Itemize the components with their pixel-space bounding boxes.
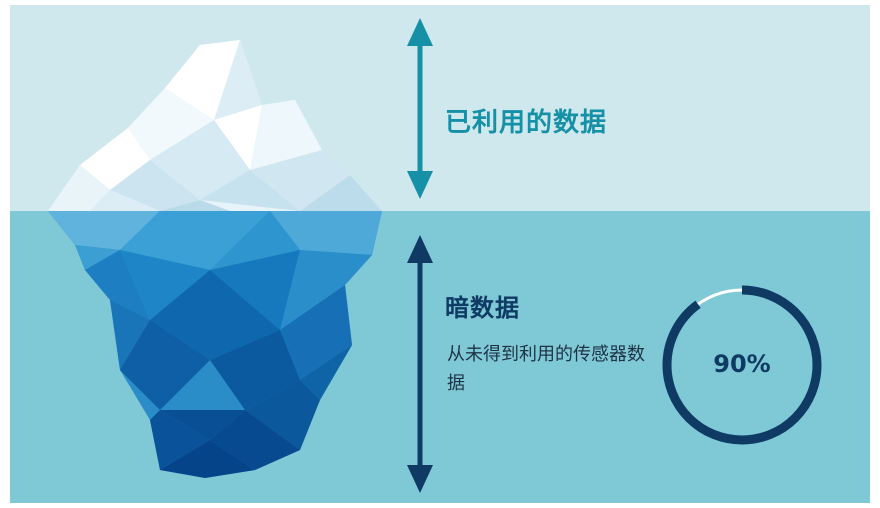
- iceberg-base: [48, 211, 382, 478]
- dark-data-percent: 90%: [713, 350, 771, 378]
- dark-data-title: 暗数据: [445, 294, 520, 322]
- dark-data-description: 从未得到利用的传感器数据: [447, 344, 645, 394]
- progress-ring-fill: [662, 285, 822, 445]
- double-arrow-icon: [407, 235, 433, 493]
- double-arrow-icon: [407, 18, 433, 199]
- iceberg-icon: [48, 40, 382, 478]
- progress-ring-icon: [662, 285, 822, 445]
- used-data-title: 已利用的数据: [445, 108, 608, 138]
- iceberg-tip: [48, 40, 382, 211]
